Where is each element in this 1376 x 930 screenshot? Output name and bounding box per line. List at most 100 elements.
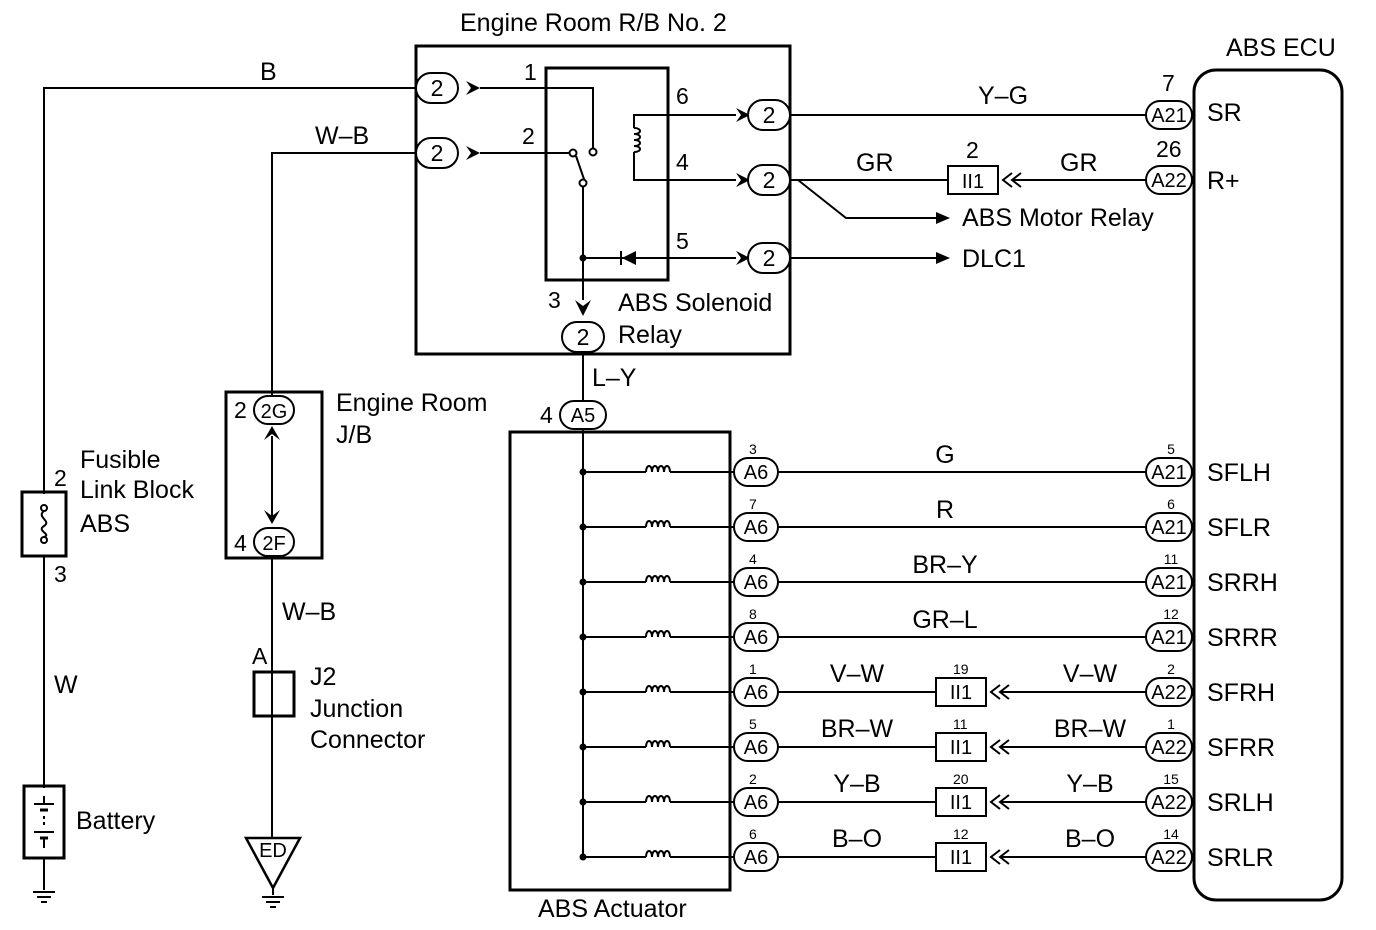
wire-w-label: W: [54, 671, 78, 699]
a6-pin-number: 1: [749, 661, 757, 677]
a6-connector-label: A6: [744, 847, 768, 869]
junction-label-3: Connector: [310, 726, 425, 754]
solenoid-relay-label-2: Relay: [618, 321, 682, 349]
wire-color-label: BR–W: [821, 715, 894, 743]
ecu-connector: [1145, 457, 1193, 487]
dlc1-label: DLC1: [962, 245, 1026, 273]
svg-text:2: 2: [431, 140, 444, 166]
svg-text:3: 3: [54, 561, 67, 587]
svg-text:3: 3: [548, 287, 561, 313]
wire-color-label: B–O: [1065, 825, 1115, 853]
svg-text:2: 2: [577, 324, 590, 350]
a6-connector-label: A6: [744, 737, 768, 759]
svg-text:6: 6: [676, 83, 689, 109]
wire-b-label: B: [260, 58, 277, 86]
a6-connector-label: A6: [744, 682, 768, 704]
wire-color-label: BR–Y: [912, 551, 978, 579]
ecu-terminal-label: SRRH: [1207, 569, 1278, 597]
svg-text:2: 2: [763, 245, 776, 271]
ecu-pin-number: 12: [1163, 606, 1179, 622]
a6-pin-number: 8: [749, 606, 757, 622]
svg-text:A22: A22: [1151, 170, 1187, 192]
ecu-connector-label: A21: [1151, 627, 1187, 649]
ecu-pin-number: 5: [1167, 441, 1175, 457]
svg-text:ED: ED: [259, 840, 287, 862]
svg-text:7: 7: [1162, 70, 1175, 96]
ecu-terminal-label: SFLR: [1207, 514, 1271, 542]
wire-yg-label: Y–G: [978, 82, 1028, 110]
ecu-terminal-label: SRRR: [1207, 624, 1278, 652]
wire-color-label: V–W: [830, 660, 885, 688]
solenoid-coil-icon: [645, 795, 671, 803]
solenoid-coil-icon: [645, 630, 671, 638]
ii1-pin-number: 12: [953, 826, 969, 842]
engine-room-jb: 2G 2 2F 4 Engine Room J/B: [224, 389, 487, 560]
junction-label-1: J2: [310, 663, 336, 691]
svg-text:5: 5: [676, 228, 689, 254]
wire-color-label: Y–B: [833, 770, 880, 798]
wire-wb-top-label: W–B: [315, 122, 369, 150]
ecu-connector-label: A22: [1151, 682, 1187, 704]
motor-relay-label: ABS Motor Relay: [962, 204, 1154, 232]
solenoid-coil-icon: [645, 685, 671, 693]
ecu-pin-number: 1: [1167, 716, 1175, 732]
rb-connector-left-mid: 2: [415, 137, 480, 169]
solenoid-coil-icon: [645, 850, 671, 858]
ecu-title: ABS ECU: [1226, 34, 1336, 62]
left-wiring: B W–B: [43, 58, 416, 494]
ecu-connector: [1145, 732, 1193, 762]
svg-text:A: A: [252, 643, 268, 669]
jb-label-1: Engine Room: [336, 389, 487, 417]
ecu-terminal-label: SFRR: [1207, 734, 1275, 762]
ecu-connector: [1145, 842, 1193, 872]
ecu-terminal-label: SFLH: [1207, 459, 1271, 487]
abs-actuator: ABS Actuator: [508, 429, 732, 923]
svg-text:2: 2: [763, 102, 776, 128]
ecu-pin-number: 2: [1167, 661, 1175, 677]
solenoid-coil-icon: [645, 465, 671, 473]
ii1-connector-label: II1: [950, 792, 972, 814]
wire-color-label: G: [935, 441, 954, 469]
solenoid-coil-icon: [645, 575, 671, 583]
ecu-connector: [1145, 622, 1193, 652]
a6-pin-number: 5: [749, 716, 757, 732]
rb-connector-5: 2: [736, 242, 791, 274]
ecu-connector-label: A21: [1151, 462, 1187, 484]
rb-title: Engine Room R/B No. 2: [460, 9, 727, 37]
j2-junction-connector: A J2 Junction Connector: [252, 643, 425, 754]
battery-label: Battery: [76, 807, 156, 835]
svg-text:2: 2: [522, 123, 535, 149]
ecu-connector: [1145, 567, 1193, 597]
battery: Battery: [22, 784, 156, 860]
ecu-pin-number: 15: [1163, 771, 1179, 787]
a6-connector-label: A6: [744, 517, 768, 539]
ecu-connector-label: A21: [1151, 572, 1187, 594]
svg-text:4: 4: [234, 530, 247, 556]
a6-connector-label: A6: [744, 627, 768, 649]
rb-connector-4: 2: [736, 164, 791, 196]
wire-color-label: Y–B: [1066, 770, 1113, 798]
ecu-connector: [1145, 677, 1193, 707]
wire-gr-right-label: GR: [1060, 149, 1098, 177]
solenoid-coil-icon: [645, 520, 671, 528]
fusible-label-2: Link Block: [80, 476, 194, 504]
svg-text:26: 26: [1156, 136, 1182, 162]
svg-text:2: 2: [763, 167, 776, 193]
ecu-pin-number: 11: [1164, 551, 1179, 567]
ii1-connector: [935, 677, 987, 707]
junction-label-2: Junction: [310, 695, 403, 723]
abs-ecu: ABS ECU A21 7 SR A22 26 R+: [1145, 34, 1344, 902]
svg-text:2: 2: [54, 465, 67, 491]
ii1-connector: [935, 842, 987, 872]
wire-color-label: R: [936, 496, 954, 524]
battery-ground-icon: [33, 858, 55, 903]
ecu-connector: [1145, 787, 1193, 817]
svg-text:2: 2: [234, 397, 247, 423]
rb-connector-6: 2: [736, 99, 791, 131]
